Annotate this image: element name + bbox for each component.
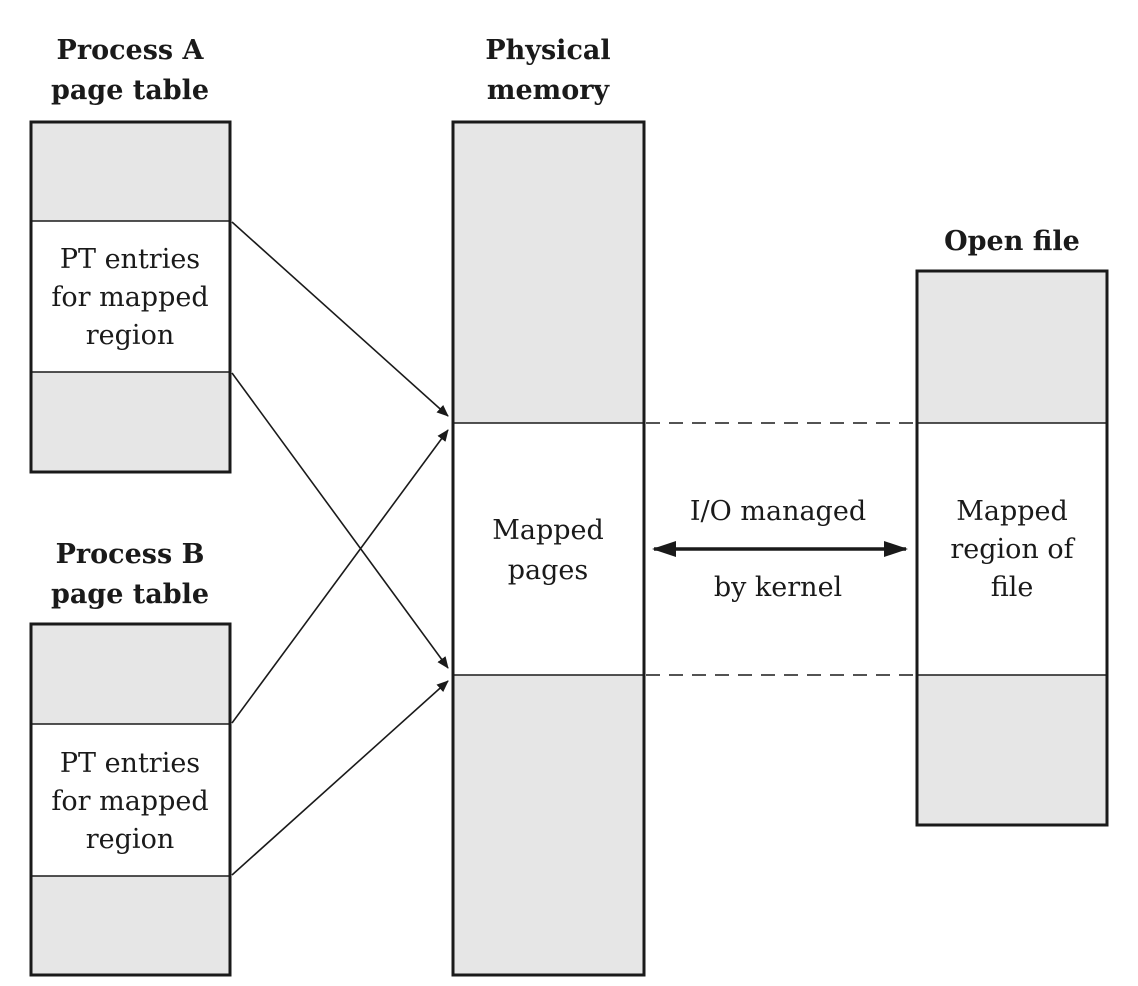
process-b-region-line3: region: [86, 824, 174, 855]
process-b-title-line2: page table: [51, 579, 209, 610]
process-b-mapped-block: [31, 724, 230, 876]
open-file-title: Open file: [944, 226, 1080, 257]
open-file-region-line2: region of: [950, 534, 1075, 565]
arrow-b-bottom-to-memory: [231, 680, 449, 876]
physical-memory: Physical memory Mapped pages: [451, 35, 646, 977]
open-file-region-line3: file: [991, 572, 1034, 603]
open-file-region-line1: Mapped: [956, 496, 1068, 527]
process-a-title-line1: Process A: [57, 35, 205, 66]
open-file-mapped-block: [917, 423, 1107, 675]
physical-memory-title-line2: memory: [487, 75, 611, 106]
process-b-outline: [29, 622, 232, 977]
process-a-title-line2: page table: [51, 75, 209, 106]
process-a-top-block: [31, 122, 230, 221]
arrow-b-top-to-memory: [231, 429, 449, 724]
io-label-line1: I/O managed: [690, 496, 866, 527]
process-b-title-line1: Process B: [56, 539, 205, 570]
process-a-region-line1: PT entries: [60, 244, 200, 275]
process-b-page-table: Process B page table PT entries for mapp…: [29, 539, 232, 977]
process-b-region-line2: for mapped: [51, 786, 208, 817]
process-a-outline: [29, 120, 232, 474]
process-a-page-table: Process A page table PT entries for mapp…: [29, 35, 232, 474]
physical-memory-outline: [451, 120, 646, 977]
process-a-region-line2: for mapped: [51, 282, 208, 313]
open-file-bottom-block: [917, 675, 1107, 825]
physical-memory-region-line2: pages: [508, 555, 589, 586]
process-a-mapped-block: [31, 221, 230, 372]
physical-memory-title-line1: Physical: [485, 35, 610, 66]
process-a-bottom-block: [31, 372, 230, 472]
physical-memory-bottom-block: [453, 675, 644, 975]
process-b-bottom-block: [31, 876, 230, 975]
io-label-line2: by kernel: [714, 572, 842, 603]
arrow-a-bottom-to-memory: [231, 372, 449, 669]
process-b-region-line1: PT entries: [60, 748, 200, 779]
open-file: Open file Mapped region of file: [915, 226, 1109, 827]
arrow-a-top-to-memory: [231, 221, 449, 417]
open-file-top-block: [917, 271, 1107, 423]
process-b-top-block: [31, 624, 230, 724]
open-file-outline: [915, 269, 1109, 827]
physical-memory-top-block: [453, 122, 644, 423]
physical-memory-region-line1: Mapped: [492, 515, 604, 546]
process-a-region-line3: region: [86, 320, 174, 351]
physical-memory-mapped-block: [453, 423, 644, 675]
